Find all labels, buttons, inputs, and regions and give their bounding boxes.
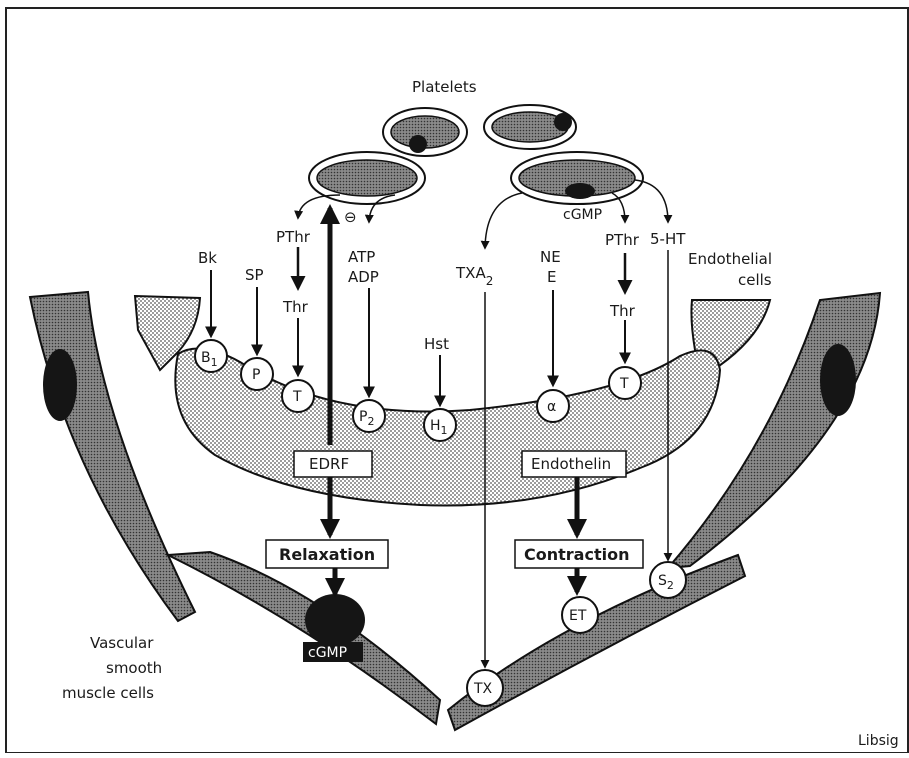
endothelin-label: Endothelin [531,455,611,473]
smooth-muscle-cell-left-lower [168,552,440,724]
label-sp: SP [245,266,264,284]
muscle-nucleus-cgmp [305,594,365,646]
receptor-t-right: T [609,367,641,399]
label-adp: ADP [348,268,379,286]
mediator-labels: Bk SP PThr Thr ⊖ ATP ADP Hst TXA2 NE E c… [198,207,686,353]
svg-text:T: T [292,389,302,405]
receptor-p2: P2 [353,400,385,432]
receptor-s2: S2 [650,562,686,598]
edrf-label: EDRF [309,455,349,473]
receptor-b1: B1 [195,340,227,372]
svg-text:T: T [619,376,629,392]
receptor-h1: H1 [424,409,456,441]
label-ne: NE [540,248,561,266]
endothelin-box: Endothelin [522,451,626,477]
receptor-t-left: T [282,380,314,412]
endothelial-label-line2: cells [738,271,772,289]
platelet-granule [554,113,572,131]
platelet-granule [409,135,427,153]
endothelial-label-line1: Endothelial [688,250,772,268]
svg-text:P: P [252,367,260,383]
platelets: Platelets [309,78,643,204]
receptor-et: ET [562,597,598,633]
edrf-box: EDRF [294,451,372,477]
svg-text:α: α [547,399,556,415]
label-atp: ATP [348,248,375,266]
endothelial-layer [135,296,770,506]
label-pthr-right: PThr [605,231,640,249]
label-inhibit: ⊖ [344,208,357,226]
receptor-tx: TX [467,670,503,706]
smooth-muscle-label-line2: smooth [106,659,162,677]
muscle-nucleus-left [43,349,77,421]
contraction-label: Contraction [524,545,629,564]
smooth-muscle-label-line1: Vascular [90,634,154,652]
svg-text:ET: ET [569,608,587,624]
label-hst: Hst [424,335,449,353]
label-bk: Bk [198,249,217,267]
contraction-box: Contraction [515,540,643,568]
label-thr-left: Thr [282,298,309,316]
svg-text:TX: TX [473,681,493,697]
label-thr-right: Thr [609,302,636,320]
receptor-alpha: α [537,390,569,422]
label-5ht: 5-HT [650,230,686,248]
muscle-nucleus-right [820,344,856,416]
cgmp-muscle-box: cGMP [303,642,363,662]
label-pthr-left: PThr [276,228,311,246]
cgmp-muscle-label: cGMP [308,645,347,661]
arrow-release-txa2 [485,193,522,248]
receptor-p: P [241,358,273,390]
relaxation-label: Relaxation [279,545,375,564]
smooth-muscle-label-line3: muscle cells [62,684,154,702]
label-txa2: TXA2 [455,264,493,288]
label-cgmp-platelet: cGMP [563,207,602,223]
credit-label: Libsig [858,733,899,749]
platelet-middle-left [317,160,417,196]
platelets-title: Platelets [412,78,477,96]
platelet-granule [565,183,595,199]
label-e: E [547,268,556,286]
relaxation-box: Relaxation [266,540,388,568]
